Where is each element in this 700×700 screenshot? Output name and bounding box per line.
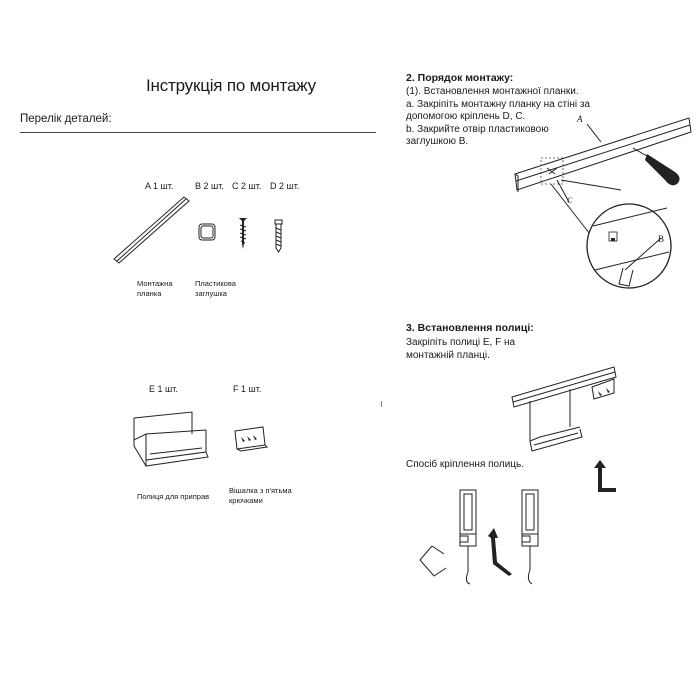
wall-anchor-illustration [274, 219, 283, 253]
part-e-code: E 1 шт. [149, 384, 178, 394]
part-e-caption: Полиця для приправ [137, 492, 210, 501]
page-title: Інструкція по монтажу [146, 76, 316, 95]
step-3-title: 3. Встановлення полиці: [406, 322, 534, 334]
part-b-caption: Пластикова заглушка [195, 279, 236, 298]
screw-illustration [239, 218, 247, 249]
step-2-a-1: a. Закріпіть монтажну планку на стіні за [406, 98, 590, 110]
step-3-block: 3. Встановлення полиці: Закріпіть полиці… [406, 322, 534, 362]
mounting-method-left-diagram [419, 489, 512, 585]
label-c: C [567, 196, 573, 205]
heading-divider [20, 132, 376, 133]
rail-mounting-diagram [514, 117, 692, 289]
part-d-code: D 2 шт. [270, 181, 300, 191]
step-2-block: 2. Порядок монтажу: (1). Встановлення мо… [406, 72, 590, 149]
parts-heading: Перелік деталей: [20, 113, 112, 125]
page-fold-mark [381, 401, 382, 407]
part-a-caption: Монтажна планка [137, 279, 173, 298]
step-2-a-2: допомогою кріплень D, C. [406, 111, 526, 122]
part-f-caption: Вішалка з п'ятьма крючками [229, 486, 292, 505]
part-b-code: B 2 шт. [195, 181, 224, 191]
mounting-method-caption: Спосіб кріплення полиць. [406, 459, 525, 470]
step-2-title: 2. Порядок монтажу: [406, 72, 514, 84]
up-arrow-icon [594, 460, 616, 492]
hook-hanger-illustration [234, 426, 269, 452]
step-2-b-1: b. Закрийте отвір пластиковою [406, 123, 549, 135]
step-3-line-1: Закріпіть полиці E, F на [406, 337, 516, 348]
label-a: A [577, 114, 583, 124]
part-c-code: C 2 шт. [232, 181, 262, 191]
part-a-code: A 1 шт. [145, 181, 174, 191]
mounting-rail-illustration [113, 196, 190, 264]
step-2-sub: (1). Встановлення монтажної планки. [406, 86, 579, 97]
label-b: B [658, 234, 665, 244]
step-3-line-2: монтажній планці. [406, 349, 490, 361]
part-f-code: F 1 шт. [233, 384, 262, 394]
spice-shelf-illustration [133, 411, 209, 467]
shelf-assembly-diagram [511, 366, 617, 452]
step-2-b-2: заглушкою B. [406, 136, 469, 147]
mounting-method-right-diagram [521, 489, 539, 585]
plastic-cap-illustration [198, 223, 216, 241]
